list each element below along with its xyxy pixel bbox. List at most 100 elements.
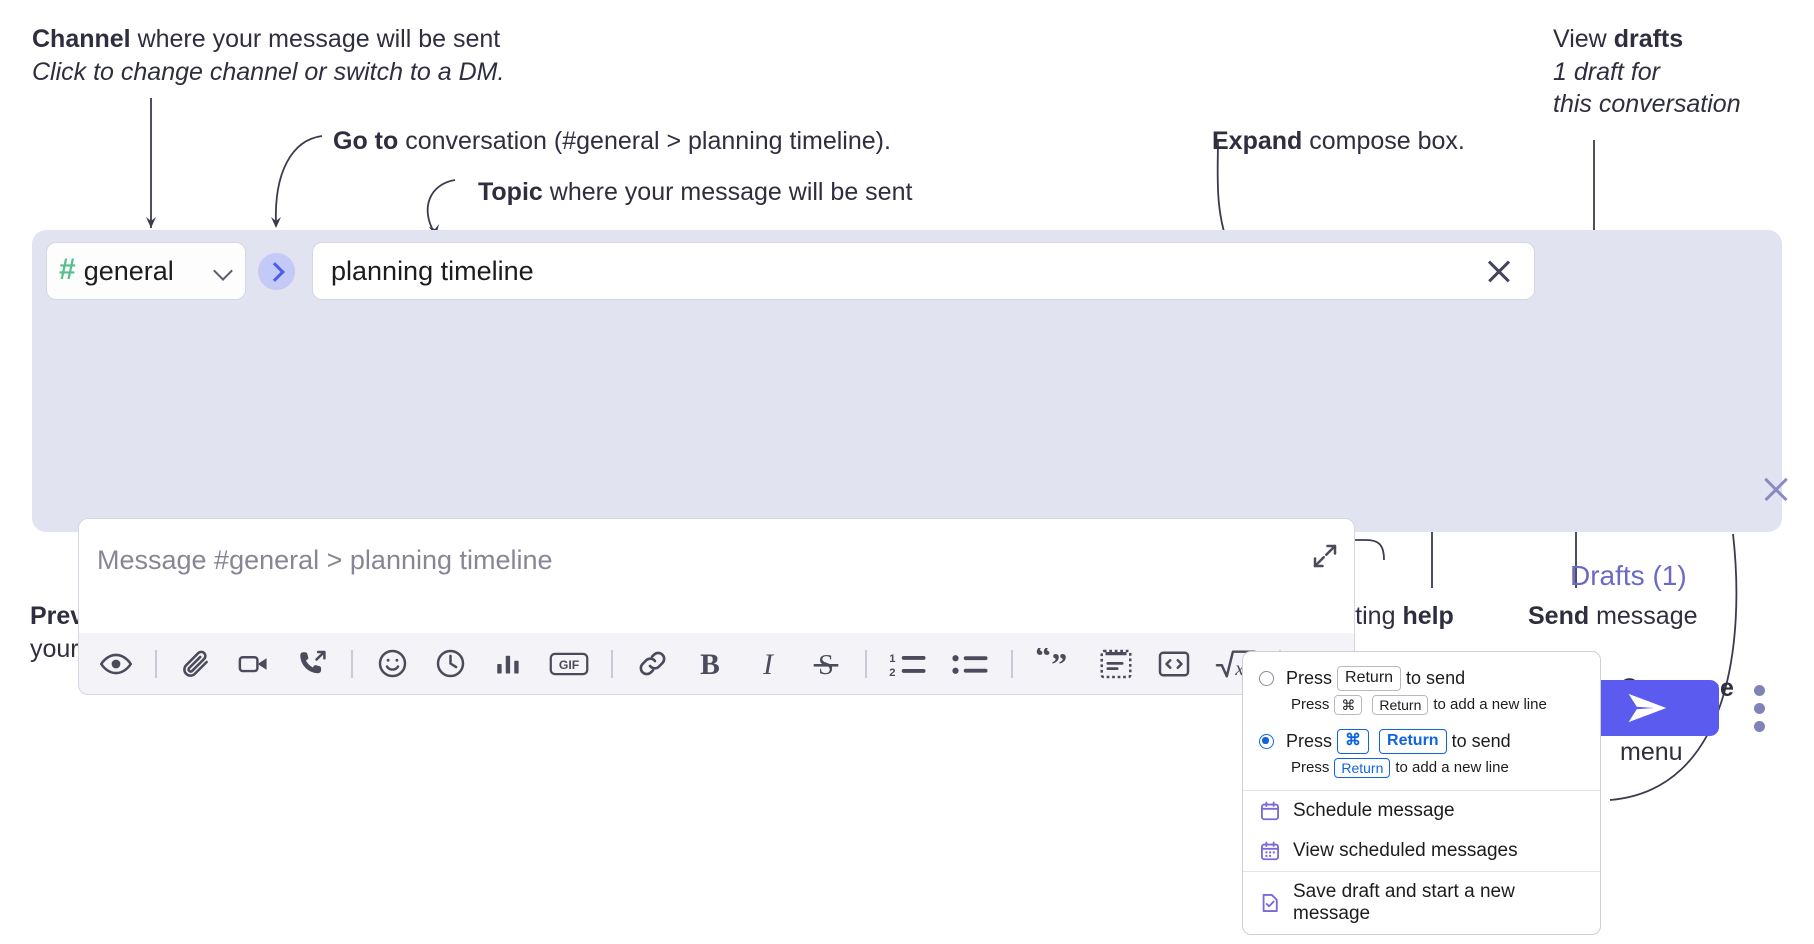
compose-options-button[interactable]: [1754, 685, 1766, 733]
annotation-expand: Expand compose box.: [1212, 125, 1465, 158]
kbd-return: Return: [1379, 728, 1447, 754]
annotation-drafts: View drafts 1 draft for this conversatio…: [1553, 23, 1741, 121]
emoji-smiley-icon[interactable]: [375, 644, 409, 684]
toolbar-separator: [351, 649, 353, 678]
drafts-link[interactable]: Drafts (1): [1570, 560, 1687, 591]
document-check-icon: [1259, 892, 1281, 914]
annotation-drafts-plain: View: [1553, 25, 1614, 53]
gif-icon[interactable]: GIF: [549, 644, 589, 684]
annotation-expand-bold: Expand: [1212, 127, 1303, 155]
annotation-topic-rest: where your message will be sent: [542, 178, 913, 206]
message-input[interactable]: Message #general > planning timeline: [78, 518, 1355, 633]
menu-item-schedule-message[interactable]: Schedule message: [1243, 791, 1600, 831]
radio-button[interactable]: [1259, 670, 1274, 686]
radio-button-selected[interactable]: [1259, 733, 1274, 749]
radio-option-command-return[interactable]: Press ⌘ Return to send: [1243, 727, 1600, 756]
link-icon[interactable]: [635, 644, 669, 684]
option2-tail: to send: [1451, 730, 1511, 751]
menu-item-view-scheduled-messages[interactable]: View scheduled messages: [1243, 831, 1600, 871]
message-placeholder: Message #general > planning timeline: [97, 545, 553, 575]
math-sqrt-icon[interactable]: x: [1215, 644, 1257, 684]
kebab-dot: [1754, 703, 1765, 714]
svg-text:GIF: GIF: [559, 658, 580, 672]
option2-sub-tail: to add a new line: [1395, 759, 1509, 777]
kebab-dot: [1754, 721, 1765, 732]
italic-icon[interactable]: I: [751, 644, 785, 684]
radio-option-return[interactable]: Press Return to send: [1243, 664, 1600, 693]
channel-selector[interactable]: # general: [46, 242, 246, 300]
svg-text:B: B: [700, 648, 720, 679]
svg-text:x: x: [1234, 658, 1244, 680]
hash-icon: #: [59, 253, 76, 286]
poll-bar-chart-icon[interactable]: [491, 644, 525, 684]
annotation-send-bold: Send: [1528, 602, 1590, 630]
annotation-help-bold: help: [1402, 602, 1454, 630]
menu-item-save-draft[interactable]: Save draft and start a new message: [1243, 872, 1600, 934]
kbd-command: ⌘: [1337, 728, 1370, 754]
channel-name: general: [83, 255, 174, 286]
code-block-icon[interactable]: [1099, 644, 1133, 684]
menu-item-label: View scheduled messages: [1293, 839, 1518, 861]
chevron-down-icon: [215, 262, 233, 280]
annotation-send-rest: message: [1589, 602, 1698, 630]
phone-arrow-icon[interactable]: [295, 644, 329, 684]
calendar-icon: [1259, 800, 1281, 822]
toolbar-separator: [611, 649, 613, 678]
option2-press: Press: [1286, 730, 1333, 751]
menu-divider: [1243, 789, 1600, 791]
option1-sub-tail: to add a new line: [1433, 696, 1547, 714]
annotation-channel-bold: Channel: [32, 25, 131, 53]
toolbar-separator: [1011, 649, 1013, 678]
svg-text:2: 2: [889, 666, 895, 678]
toolbar-separator: [865, 649, 867, 678]
kebab-dot: [1754, 685, 1765, 696]
close-icon[interactable]: [1482, 254, 1516, 288]
bold-icon[interactable]: B: [693, 644, 727, 684]
option1-tail: to send: [1406, 667, 1466, 688]
option1-sub-press: Press: [1291, 696, 1330, 714]
kbd-command: ⌘: [1334, 694, 1363, 715]
blockquote-icon[interactable]: “ ”: [1035, 644, 1075, 684]
svg-text:1: 1: [889, 653, 895, 665]
menu-item-label: Save draft and start a new message: [1293, 880, 1515, 924]
attachment-paperclip-icon[interactable]: [179, 644, 213, 684]
preview-icon[interactable]: [99, 644, 133, 684]
send-shortcut-options: Press Return to send Press ⌘ Return to a…: [1243, 652, 1600, 790]
topic-value: planning timeline: [331, 255, 534, 286]
annotation-expand-rest: compose box.: [1302, 127, 1465, 155]
calendar-grid-icon: [1259, 840, 1281, 862]
close-icon[interactable]: [1760, 473, 1792, 505]
annotation-drafts-line2: 1 draft for: [1553, 57, 1660, 86]
option2-subtext: Press Return to add a new line: [1243, 756, 1600, 780]
option2-sub-press: Press: [1291, 759, 1330, 777]
option1-press: Press: [1286, 667, 1333, 688]
clock-icon[interactable]: [433, 644, 467, 684]
annotation-drafts-line3: this conversation: [1553, 90, 1741, 118]
topic-input[interactable]: planning timeline: [312, 242, 1535, 300]
compose-options-menu: Press Return to send Press ⌘ Return to a…: [1242, 651, 1601, 935]
annotation-channel: Channel where your message will be sent …: [32, 23, 504, 88]
expand-icon[interactable]: [1310, 541, 1340, 571]
annotation-send: Send message: [1528, 600, 1698, 633]
option1-subtext: Press ⌘ Return to add a new line: [1243, 693, 1600, 717]
annotation-channel-italic: Click to change channel or switch to a D…: [32, 57, 505, 86]
menu-item-label: Schedule message: [1293, 799, 1455, 821]
bulleted-list-icon[interactable]: [951, 644, 989, 684]
strikethrough-icon[interactable]: S: [809, 644, 843, 684]
menu-divider: [1243, 870, 1600, 872]
svg-text:I: I: [762, 648, 774, 679]
annotation-drafts-bold: drafts: [1613, 25, 1684, 53]
chevron-right-icon: [264, 261, 285, 282]
annotation-goto-rest: conversation (#general > planning timeli…: [398, 127, 891, 155]
svg-text:”: ”: [1051, 648, 1067, 680]
code-icon[interactable]: [1157, 644, 1191, 684]
kbd-return: Return: [1337, 666, 1402, 691]
annotation-topic-bold: Topic: [478, 178, 543, 206]
formatting-toolbar: GIF B I: [78, 633, 1355, 695]
goto-conversation-button[interactable]: [258, 253, 295, 290]
ordered-list-icon[interactable]: 1 2: [889, 644, 927, 684]
svg-text:“: “: [1035, 648, 1051, 673]
video-camera-icon[interactable]: [237, 644, 271, 684]
annotation-topic: Topic where your message will be sent: [478, 176, 912, 209]
kbd-return: Return: [1372, 694, 1429, 715]
